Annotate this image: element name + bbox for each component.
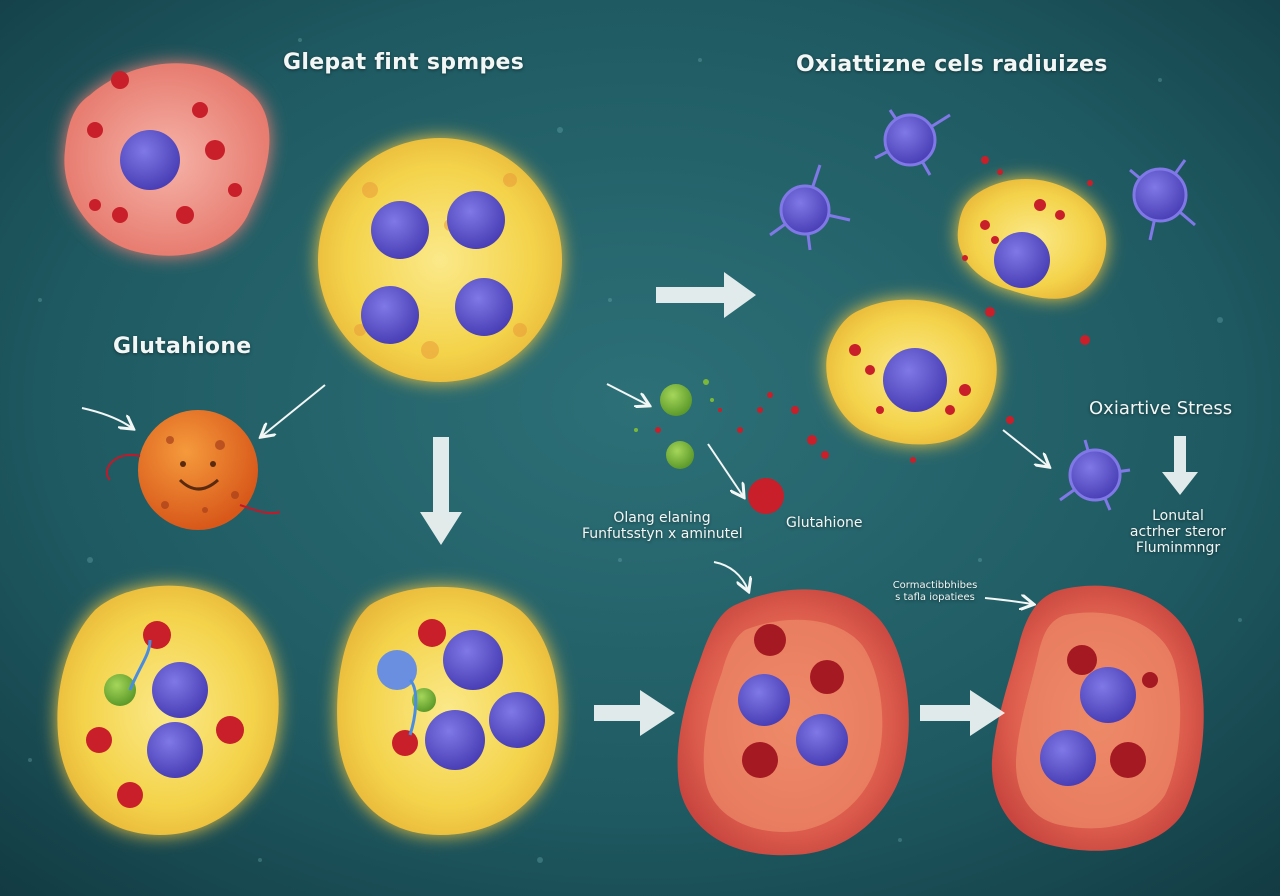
label-oxidative-stress: Oxiartive Stress [1089, 398, 1233, 419]
free-radicals [769, 109, 1196, 511]
label-glutathione-middle: Glutahione [786, 515, 863, 531]
arrow-down [420, 437, 462, 545]
cell-with-glutathione-left [57, 585, 279, 835]
nucleus [120, 130, 180, 190]
free-radical [874, 109, 951, 176]
arrow-right [656, 272, 756, 318]
caption-line: Cormactibbhibes [892, 580, 978, 591]
damaged-cell-1 [677, 589, 909, 856]
stressed-cell-lower [826, 299, 997, 445]
caption-line: s tafla iopatiees [895, 592, 975, 603]
nucleus [883, 348, 947, 412]
arrow-right [920, 690, 1005, 736]
damaged-cell-2 [991, 585, 1204, 851]
nucleus [738, 674, 790, 726]
caption-middle: Olang elaning Funfutsstyn x aminutel [582, 510, 743, 542]
nucleus [443, 630, 503, 690]
nucleus [152, 662, 208, 718]
caption-line: Funfutsstyn x aminutel [582, 526, 743, 542]
nucleus [425, 710, 485, 770]
background-specks [28, 38, 1242, 863]
radical-dots [718, 156, 1093, 463]
nucleus [796, 714, 848, 766]
healthy-cell-large [318, 138, 562, 382]
arrow-down [1162, 436, 1198, 495]
glutathione-molecule [105, 410, 281, 530]
caption-line: Fluminmngr [1135, 540, 1221, 556]
caption-small: Cormactibbhibes s tafla iopatiees [880, 580, 990, 604]
healthy-cell-pink [64, 63, 270, 256]
nucleus [361, 286, 419, 344]
nucleus [1080, 667, 1136, 723]
arrow-right [594, 690, 675, 736]
nucleus [455, 278, 513, 336]
neutralized-radical [748, 478, 784, 514]
nucleus [147, 722, 203, 778]
stressed-cell-upper [957, 178, 1107, 299]
glutathione-green [634, 379, 714, 469]
caption-right: Lonutal actrher steror Fluminmngr [1108, 508, 1248, 556]
caption-line: Lonutal [1152, 508, 1204, 524]
free-radical [769, 164, 851, 251]
nucleus [447, 191, 505, 249]
free-radical [1129, 159, 1196, 241]
cell-with-glutathione-right [337, 586, 559, 835]
caption-line: Olang elaning [613, 510, 711, 526]
title-healthy-cells: Glepat fint spmpes [283, 50, 525, 75]
nucleus [371, 201, 429, 259]
caption-line: actrher steror [1129, 524, 1227, 540]
process-arrows [420, 272, 1198, 736]
free-radical [1059, 439, 1131, 511]
nucleus [1040, 730, 1096, 786]
nucleus [489, 692, 545, 748]
title-oxidative-cells: Oxiattizne cels radiuizes [796, 52, 1108, 77]
pointer-arrows [81, 383, 1048, 604]
nucleus [994, 232, 1050, 288]
label-glutathione: Glutahione [113, 334, 252, 359]
